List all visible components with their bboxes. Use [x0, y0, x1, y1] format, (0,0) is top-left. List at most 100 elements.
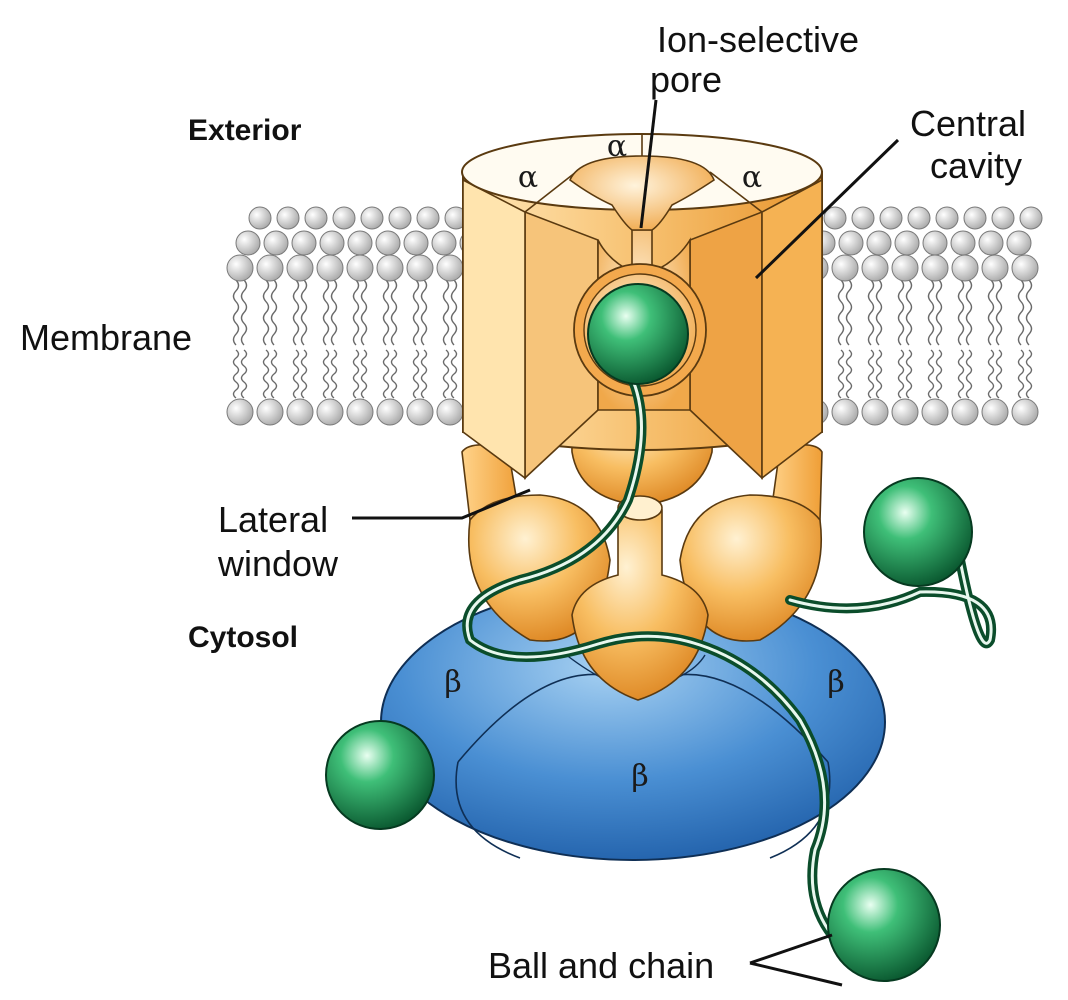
lipid-tail — [897, 279, 905, 346]
lipid-tail — [300, 349, 308, 399]
lipid-tail — [390, 349, 398, 399]
lipid-tail — [240, 279, 248, 346]
lipid-tail — [965, 349, 973, 399]
lipid-head — [276, 206, 300, 230]
lipid-head — [838, 230, 864, 256]
lipid-tail — [412, 349, 420, 399]
lipid-tail — [352, 279, 360, 346]
lipid-head — [286, 398, 314, 426]
lipid-tail — [382, 279, 390, 346]
lipid-head — [375, 230, 401, 256]
lipid-head — [879, 206, 903, 230]
lipid-head — [263, 230, 289, 256]
cytosolic-lobes — [461, 391, 823, 701]
lipid-head — [346, 398, 374, 426]
lipid-head — [436, 398, 464, 426]
lipid-tail — [450, 349, 458, 399]
beta-label-right: β — [827, 665, 844, 700]
lipid-tail — [292, 279, 300, 346]
lipid-head — [950, 230, 976, 256]
lipid-head — [891, 254, 919, 282]
lipid-tail — [905, 279, 913, 346]
alpha-label-right: α — [742, 160, 762, 195]
lipid-tail — [927, 349, 935, 399]
lipid-head — [1006, 230, 1032, 256]
ball-left — [325, 720, 435, 830]
lateral-window-label-line2: window — [217, 543, 339, 584]
lipid-tail — [262, 279, 270, 346]
lipid-tail — [240, 349, 248, 399]
lipid-head — [861, 398, 889, 426]
lipid-head — [831, 398, 859, 426]
central-cavity-label-line1: Central — [910, 103, 1026, 144]
central-cavity-label-line2: cavity — [930, 145, 1022, 186]
lipid-head — [256, 398, 284, 426]
lipid-head — [256, 254, 284, 282]
lipid-head — [416, 206, 440, 230]
ball-in-cavity — [587, 283, 689, 385]
lipid-tail — [1017, 279, 1025, 346]
lipid-tail — [390, 279, 398, 346]
lipid-head — [291, 230, 317, 256]
lipid-tail — [442, 279, 450, 346]
lipid-head — [436, 254, 464, 282]
lipid-head — [431, 230, 457, 256]
lipid-head — [935, 206, 959, 230]
lipid-tail — [987, 279, 995, 346]
lipid-head — [907, 206, 931, 230]
lipid-tail — [420, 349, 428, 399]
exterior-label: Exterior — [188, 114, 302, 147]
lipid-tail — [837, 349, 845, 399]
lipid-head — [332, 206, 356, 230]
lipid-head — [346, 254, 374, 282]
lipid-tail — [1025, 349, 1033, 399]
lipid-tail — [270, 349, 278, 399]
lipid-head — [823, 206, 847, 230]
lipid-head — [981, 254, 1009, 282]
lipid-head — [851, 206, 875, 230]
lipid-tail — [360, 279, 368, 346]
lipid-tail — [845, 349, 853, 399]
lipid-tail — [867, 349, 875, 399]
lipid-tail — [905, 349, 913, 399]
lipid-tail — [1017, 349, 1025, 399]
lipid-tail — [232, 349, 240, 399]
lipid-tail — [292, 349, 300, 399]
lipid-head — [978, 230, 1004, 256]
lipid-head — [403, 230, 429, 256]
lipid-tail — [995, 279, 1003, 346]
lipid-tail — [875, 349, 883, 399]
lipid-head — [951, 254, 979, 282]
lipid-head — [388, 206, 412, 230]
membrane-label: Membrane — [20, 317, 192, 358]
lipid-tail — [322, 349, 330, 399]
lipid-head — [921, 254, 949, 282]
lipid-head — [921, 398, 949, 426]
lipid-head — [316, 254, 344, 282]
lipid-head — [304, 206, 328, 230]
lipid-head — [1011, 254, 1039, 282]
lipid-head — [226, 398, 254, 426]
lipid-tail — [935, 279, 943, 346]
lipid-head — [963, 206, 987, 230]
lipid-tail — [262, 349, 270, 399]
lipid-tail — [322, 279, 330, 346]
lipid-head — [894, 230, 920, 256]
lipid-head — [891, 398, 919, 426]
lipid-head — [316, 398, 344, 426]
lipid-tail — [957, 279, 965, 346]
lipid-tail — [382, 349, 390, 399]
lipid-head — [347, 230, 373, 256]
lipid-head — [286, 254, 314, 282]
lipid-head — [376, 254, 404, 282]
lipid-tail — [987, 349, 995, 399]
lipid-tail — [450, 279, 458, 346]
cytosol-label: Cytosol — [188, 621, 298, 654]
lipid-tail — [330, 279, 338, 346]
beta-label-center: β — [631, 759, 648, 794]
lipid-head — [235, 230, 261, 256]
ion-pore-label-line2: pore — [650, 59, 722, 100]
leader-lines — [352, 99, 900, 987]
lipid-head — [991, 206, 1015, 230]
